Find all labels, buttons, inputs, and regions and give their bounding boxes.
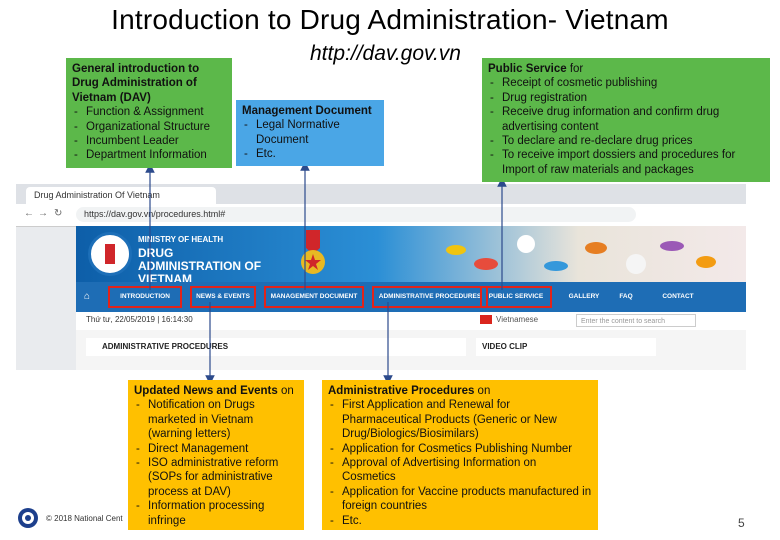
management-heading: Management Document: [242, 105, 372, 117]
tab-bar: Drug Administration Of Vietnam: [16, 184, 746, 204]
language-selector[interactable]: Vietnamese: [496, 315, 539, 324]
public-service-box: Public Service for Receipt of cosmetic p…: [482, 58, 770, 182]
url-field[interactable]: https://dav.gov.vn/procedures.html#: [76, 207, 636, 222]
list-item: Etc.: [242, 147, 378, 162]
list-item: ISO administrative reform (SOPs for admi…: [134, 456, 298, 499]
back-icon[interactable]: ←: [24, 208, 34, 219]
general-heading-line-1: General introduction to: [72, 63, 200, 75]
organization-logo-icon: [18, 508, 38, 528]
nav-administrative-procedures[interactable]: ADMINISTRATIVE PROCEDURES: [368, 282, 492, 312]
footer-copyright: © 2018 National Cent: [46, 514, 123, 523]
address-bar: ← → ↻ https://dav.gov.vn/procedures.html…: [16, 204, 746, 227]
list-item: Direct Management: [134, 442, 298, 457]
site-nav: ⌂ INTRODUCTION NEWS & EVENTS MANAGEMENT …: [76, 282, 746, 312]
news-heading-suffix: on: [277, 385, 294, 397]
date-bar: Thứ tư, 22/05/2019 | 16:14:30 Vietnamese…: [76, 312, 746, 330]
browser-screenshot: Drug Administration Of Vietnam ← → ↻ htt…: [16, 184, 746, 370]
admin-heading-suffix: on: [474, 385, 491, 397]
nav-news-events[interactable]: NEWS & EVENTS: [186, 282, 260, 312]
current-date: Thứ tư, 22/05/2019 | 16:14:30: [86, 315, 193, 324]
site-url: http://dav.gov.vn: [310, 42, 461, 65]
list-item: Application for Vaccine products manufac…: [328, 485, 592, 514]
list-item: To receive import dossiers and procedure…: [488, 148, 764, 177]
list-item: Etc.: [328, 514, 592, 529]
management-document-box: Management Document Legal Normative Docu…: [236, 100, 384, 166]
list-item: Receipt of cosmetic publishing: [488, 76, 764, 91]
updated-news-box: Updated News and Events on Notification …: [128, 380, 304, 530]
general-introduction-box: General introduction to Drug Administrat…: [66, 58, 232, 168]
admin-heading: Administrative Procedures: [328, 385, 475, 397]
list-item: Application for Cosmetics Publishing Num…: [328, 442, 592, 457]
site-header: MINISTRY OF HEALTH DRUG ADMINISTRATION O…: [76, 226, 746, 286]
forward-icon[interactable]: →: [38, 208, 48, 219]
public-service-heading-suffix: for: [566, 63, 584, 75]
page-content: ADMINISTRATIVE PROCEDURES VIDEO CLIP: [76, 330, 746, 370]
list-item: Notification on Drugs marketed in Vietna…: [134, 398, 298, 441]
general-heading-line-3: Vietnam (DAV): [72, 91, 151, 104]
pills-banner: [446, 235, 716, 274]
home-icon[interactable]: ⌂: [84, 291, 91, 302]
nav-gallery[interactable]: GALLERY: [568, 293, 600, 300]
list-item: To declare and re-declare drug prices: [488, 134, 764, 149]
browser-tab[interactable]: Drug Administration Of Vietnam: [26, 187, 216, 204]
list-item: Information processing infringe: [134, 499, 298, 528]
nav-management-document[interactable]: MANAGEMENT DOCUMENT: [260, 282, 368, 312]
list-item: Drug registration: [488, 91, 764, 106]
list-item: Department Information: [72, 148, 226, 163]
nav-contact[interactable]: CONTACT: [662, 293, 694, 300]
list-item: Incumbent Leader: [72, 134, 226, 149]
list-item: Approval of Advertising Information on C…: [328, 456, 592, 485]
section-heading: ADMINISTRATIVE PROCEDURES: [86, 338, 466, 356]
video-clip-heading: VIDEO CLIP: [476, 338, 656, 356]
ministry-logo: [88, 232, 132, 276]
vietnam-flag-icon[interactable]: [480, 315, 492, 324]
administrative-procedures-box: Administrative Procedures on First Appli…: [322, 380, 598, 530]
reload-icon[interactable]: ↻: [54, 208, 63, 219]
list-item: Function & Assignment: [72, 105, 226, 120]
list-item: Organizational Structure: [72, 120, 226, 135]
list-item: Receive drug information and confirm dru…: [488, 105, 764, 134]
list-item: First Application and Renewal for Pharma…: [328, 398, 592, 441]
nav-faq[interactable]: FAQ: [619, 293, 633, 300]
page-number: 5: [738, 516, 745, 530]
search-input[interactable]: Enter the content to search: [576, 314, 696, 327]
news-heading: Updated News and Events: [134, 385, 278, 397]
medal-emblem-icon: [301, 230, 325, 274]
general-heading-line-2: Drug Administration of: [72, 77, 197, 90]
nav-public-service[interactable]: PUBLIC SERVICE: [476, 282, 556, 312]
public-service-heading: Public Service: [488, 63, 567, 75]
list-item: Legal Normative Document: [242, 118, 378, 147]
nav-introduction[interactable]: INTRODUCTION: [104, 282, 186, 312]
slide-title: Introduction to Drug Administration- Vie…: [111, 4, 669, 35]
ministry-label: MINISTRY OF HEALTH: [138, 235, 224, 244]
